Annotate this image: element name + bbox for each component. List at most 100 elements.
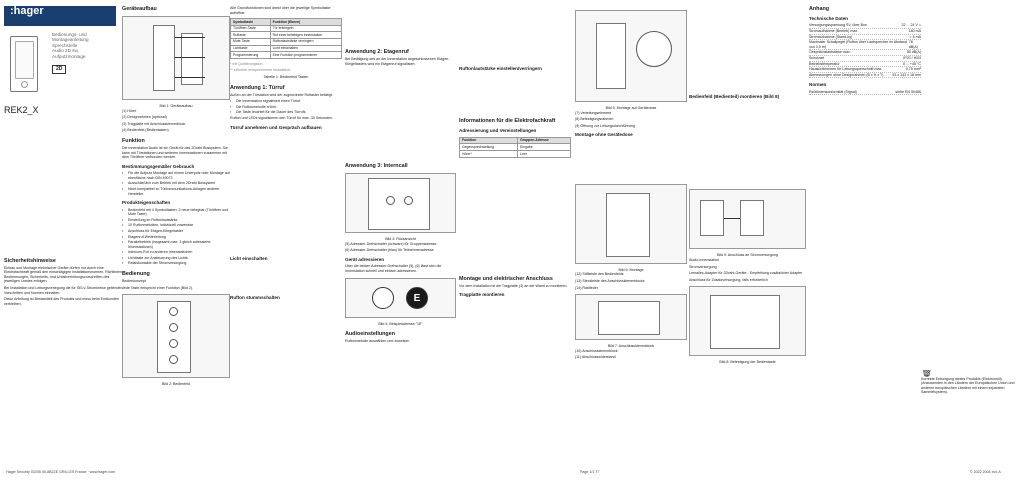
badge-2d: 2D: [52, 65, 67, 74]
table-cell: Lichttaste: [230, 44, 271, 53]
table-caption: Tabelle 1: Bedienfeld Tasten: [263, 74, 309, 79]
footer-page: Page 1/1 T7: [580, 470, 600, 474]
adressieren-text: Über die beiden Adressier-Drehschalter (…: [345, 264, 442, 273]
table-cell: Türöffner-Taste: [230, 24, 271, 33]
safety-text-1: Einbau und Montage elektrischer Geräte d…: [4, 265, 123, 284]
montage-item-7: (7) Verteilungselement: [575, 110, 611, 115]
montage-item-12: (12) Stiftleiste des Bedienfelds: [575, 272, 624, 277]
heading-anhang: Anhang: [809, 6, 830, 12]
tech-row: Gesprächslautstärke max.85 dB(A): [809, 50, 921, 56]
tech-row: Abmessungen ohne Designrahmen (B x H x T…: [809, 72, 921, 79]
montage-item-8: (8) Befestigungsrahmen: [575, 117, 614, 122]
column-7: Bedienfeld (Bedienteil) montieren (Bild …: [689, 6, 806, 365]
montage-item-14: (14) Rastfeder: [575, 285, 598, 290]
figure-6-caption: Bild 6: Montage: [618, 267, 644, 272]
product-line-2: Montageanleitung: [52, 37, 89, 43]
heading-bestimmung: Bestimmungsgemäßer Gebrauch: [122, 163, 195, 169]
table-header: Gruppen-Adresse: [517, 136, 571, 145]
montage-item-13: (13) Steckleiste des Anschlussklemmblock…: [575, 278, 645, 283]
figure-5-caption: Bild 5: Montage auf Gerätedose: [605, 106, 657, 110]
hager-logo: :hager: [4, 6, 116, 26]
table-cell: Programmierung: [230, 51, 271, 59]
eigenschaft-8: Lichttaste zur Ansteuerung des Lichts: [122, 256, 230, 261]
heading-geraeteaufbau: Geräteaufbau: [122, 6, 157, 12]
heading-adressieren: Gerät adressieren: [345, 256, 385, 262]
heading-adressierung: Adressierung und Vereinstellungen: [459, 128, 537, 134]
heading-ohne-geraetedose: Montage ohne Gerätedose: [575, 132, 633, 138]
disposal-text: Korrekte Entsorgung dieses Produkts (Ele…: [921, 376, 1015, 395]
legend-item-4: Anschluss für Zusatzversorgung, falls er…: [689, 277, 768, 282]
table-header-2: Funktion (Ebene): [269, 18, 342, 26]
parts-item-1: (1) Hörer: [122, 108, 137, 113]
table-cell: Eine Funktion programmieren: [269, 51, 342, 59]
rueck-item-2: (6) Adressier-Drehschalter (blau) für Te…: [345, 248, 434, 253]
product-line-3: Sprechstelle: [52, 42, 78, 48]
figure-8-caption: Bild 8: Befestigung der Bedientaste: [719, 360, 776, 365]
footer-right: © 2022 2004 Ind. A: [970, 470, 1001, 474]
funktion-text: Die Innenstation Audio ist ein Gerät für…: [122, 145, 228, 160]
intro-text: Alle Grundfunktionen sind direkt über di…: [230, 6, 331, 15]
waste-bin-icon: 🗑: [921, 370, 933, 377]
parts-item-2: (2) Designrahmen (optional): [122, 115, 167, 120]
heading-anwendung-2: Anwendung 2: Etagenruf: [345, 49, 409, 55]
table-legend-2: ** erfordert entsprechende Installation: [230, 68, 291, 73]
montage-text: Vor dem Installation ist die Tragplatte …: [459, 283, 568, 288]
eigenschaft-4: Anschluss für Etagen-Klingeltaster: [122, 229, 230, 234]
column-3: Alle Grundfunktionen sind direkt über di…: [230, 6, 342, 303]
heading-licht-einschalten: Licht einschalten: [230, 255, 268, 261]
figure-8: [689, 286, 806, 357]
heading-tragplatte: Tragplatte montieren: [459, 292, 505, 298]
bedienung-text: Jede Taste entspricht einer Funktion (Bi…: [122, 285, 194, 290]
heading-rufton-stumm: Rufton stummschalten: [230, 295, 280, 301]
eigenschaft-6: Parallelbetrieb (insgesamt max. 3 gleich…: [122, 240, 230, 249]
anwendung-2-text: Bei Betätigung des an der Innenstation a…: [345, 57, 450, 66]
eigenschaft-3: 10 Ruftonmelodien, individuell zuweisbar: [122, 223, 230, 228]
parts-item-3: (3) Tragplatte mit Anschlussklemmblock: [122, 121, 186, 126]
rueck-item-1: (5) Adressier-Drehschalter (schwarz) für…: [345, 241, 437, 246]
anwendung-1-item-3: Die Taste leuchtet für die Dauer des Tür…: [230, 110, 342, 115]
column-2: Geräteaufbau Bild 1: Geräteaufbau (1) Hö…: [122, 6, 230, 387]
figure-5: [575, 10, 687, 102]
product-line-1: Bedienungs- und: [52, 32, 87, 37]
table-cell: Tür entriegeln: [269, 24, 342, 33]
eigenschaft-5: Etagenruf-Weiterleitung: [122, 235, 230, 240]
table-cell: Eingabe: [517, 143, 571, 151]
figure-9: [689, 189, 806, 250]
figure-1-caption: Bild 1: Geräteaufbau: [159, 104, 193, 108]
legend-item-2: Stromversorgung: [689, 264, 717, 269]
montage-item-10: (10) Anschlussklemmblock: [575, 348, 618, 353]
product-image: [4, 32, 48, 94]
table-cell: Ruftaste: [230, 31, 271, 39]
column-product: :hager Bedienungs- und Montageanleitung …: [4, 6, 124, 308]
table-header: Funktion: [459, 136, 519, 145]
figure-6: [575, 183, 687, 264]
heading-montage: Montage und elektrischer Anschluss: [459, 275, 553, 282]
table-cell: Leer: [517, 150, 571, 158]
table-legend-1: * mit Quittierungston: [230, 61, 263, 66]
figure-4: E: [345, 277, 456, 318]
bestimmung-item-2: Ausschließlich zum Betrieb mit dem 2Drah…: [122, 181, 230, 186]
heading-audio: Audioeinstellungen: [345, 331, 396, 338]
figure-7: [575, 294, 687, 341]
tech-row: Stromaufnahme (Stand-by)< 6 mA: [809, 34, 921, 41]
tech-row: Haustürklemmen für Leitungsquerschnitt m…: [809, 67, 921, 73]
heading-bedienfeld-montieren: Bedienfeld (Bedienteil) montieren (Bild …: [689, 94, 780, 99]
table-cell: Mute-Taste: [230, 37, 271, 46]
table-header-1: Symboltaste: [230, 18, 271, 26]
figure-2-caption: Bild 2: Bedienfeld: [162, 382, 190, 387]
table-cell: Gegensprechstellung: [459, 143, 519, 151]
heading-tuerruf-annehmen: Türruf annehmen und Gespräch aufbauen: [230, 124, 322, 130]
eigenschaft-7: Intercom-Ruf zu anderen Innenstationen: [122, 250, 230, 255]
eigenschaft-1: Bedienfeld mit 4 Symboltasten: 2 neue be…: [122, 208, 230, 217]
figure-2: [122, 294, 230, 379]
tech-row: Maximaler Schallpegel (Rufton über Lauts…: [809, 40, 921, 51]
heading-bedienung: Bedienung: [122, 271, 150, 278]
safety-text-2: Bei Installation und Leitungsverlegung d…: [4, 285, 123, 295]
heading-funktion: Funktion: [122, 137, 145, 144]
bestimmung-item-3: Nicht kompatibel zu Türkommunikations-An…: [122, 187, 230, 196]
column-6: Bild 5: Montage auf Gerätedose (7) Verte…: [575, 6, 687, 362]
